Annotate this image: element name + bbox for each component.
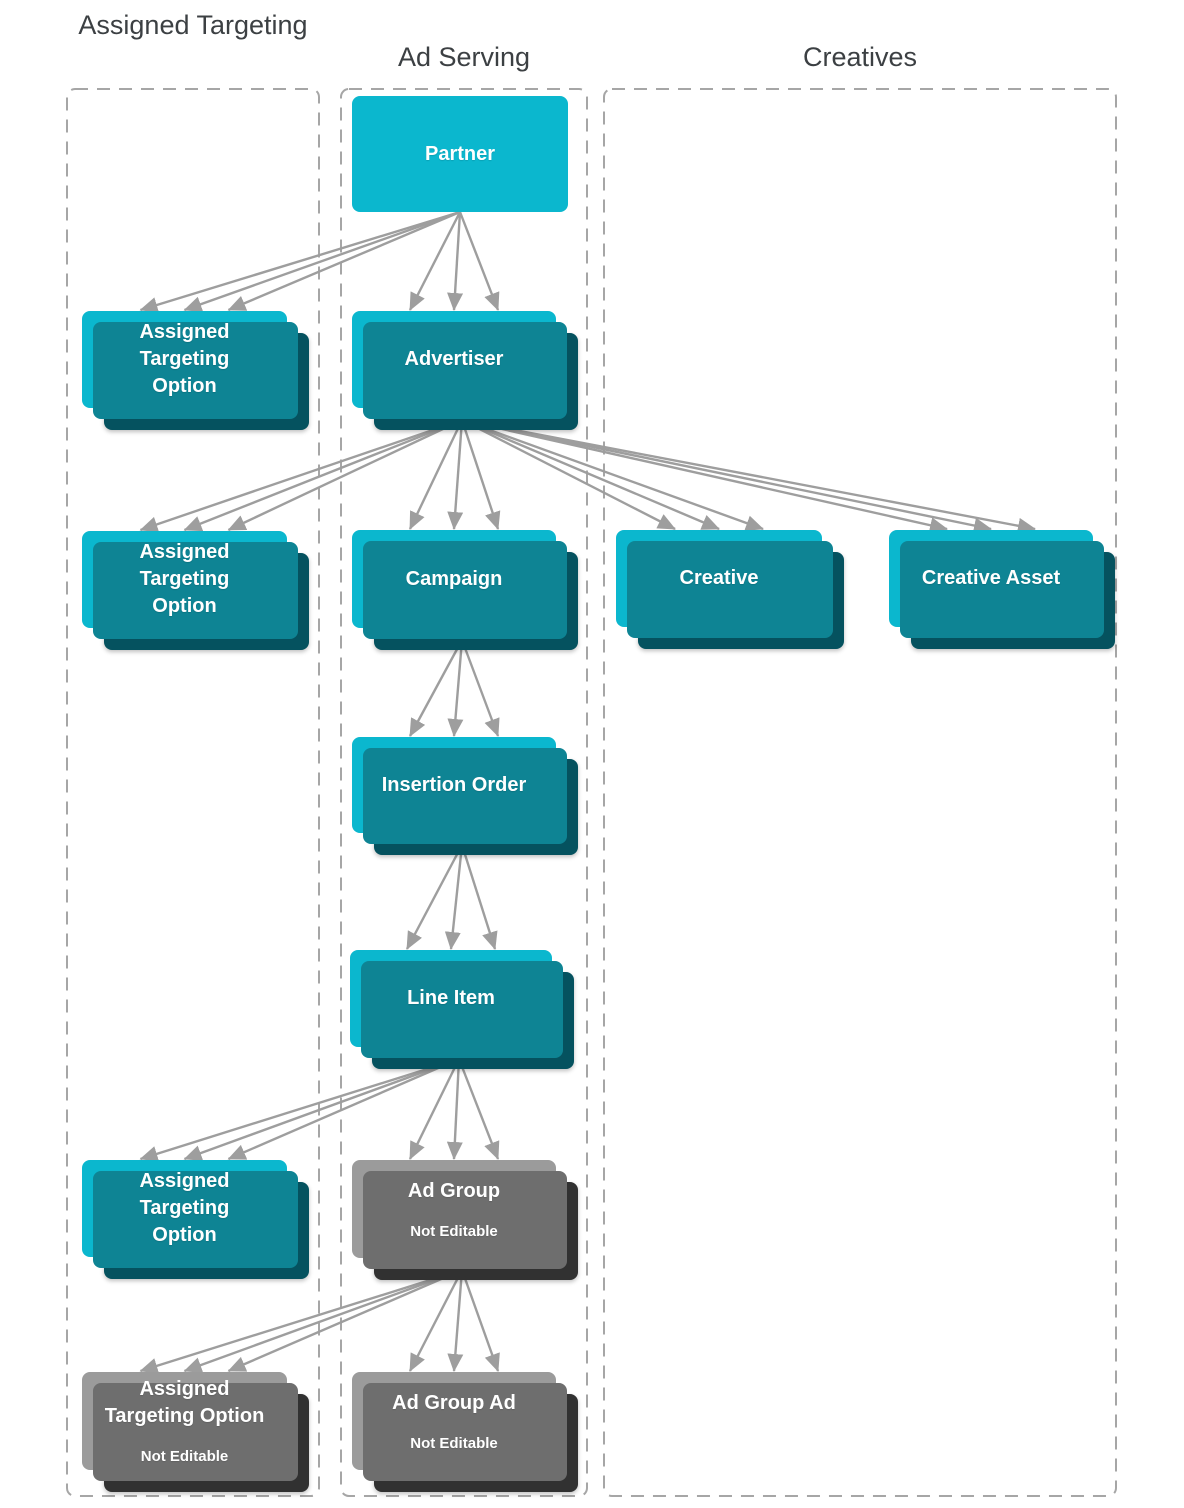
node-ad-group-ad: Ad Group Ad Not Editable xyxy=(352,1372,556,1470)
node-assigned-targeting-option-partner: Assigned Targeting Option xyxy=(82,311,287,408)
node-campaign: Campaign xyxy=(352,530,556,628)
node-assigned-targeting-option-line-item: Assigned Targeting Option xyxy=(82,1160,287,1257)
node-label: Assigned Targeting Option xyxy=(104,1378,265,1427)
node-assigned-targeting-option-ad-group: Assigned Targeting Option Not Editable xyxy=(82,1372,287,1470)
node-label: Insertion Order xyxy=(381,773,527,796)
node-ad-group: Ad Group Not Editable xyxy=(352,1160,556,1258)
column-title-creatives: Creatives xyxy=(802,42,918,72)
node-insertion-order: Insertion Order xyxy=(352,737,556,833)
node-label: Campaign xyxy=(405,567,503,590)
node-label: Creative Asset xyxy=(921,567,1061,589)
node-sublabel-not-editable: Not Editable xyxy=(410,1222,498,1240)
node-creative-asset: Creative Asset xyxy=(889,530,1093,627)
node-label: Advertiser xyxy=(404,348,504,370)
column-assigned-targeting xyxy=(66,88,320,1497)
node-label: Assigned Targeting Option xyxy=(139,541,230,617)
node-label: Assigned Targeting Option xyxy=(139,1170,230,1246)
column-creatives xyxy=(603,88,1117,1497)
node-label: Partner xyxy=(424,142,496,165)
node-label: Ad Group Ad xyxy=(392,1391,516,1414)
node-label: Creative xyxy=(679,567,759,589)
node-advertiser: Advertiser xyxy=(352,311,556,408)
node-label: Assigned Targeting Option xyxy=(139,321,230,397)
node-assigned-targeting-option-advertiser: Assigned Targeting Option xyxy=(82,531,287,628)
node-label: Line Item xyxy=(407,987,495,1009)
node-label: Ad Group xyxy=(407,1179,501,1202)
column-title-assigned-targeting: Assigned Targeting xyxy=(78,10,308,40)
node-sublabel-not-editable: Not Editable xyxy=(140,1448,229,1465)
node-sublabel-not-editable: Not Editable xyxy=(410,1434,498,1452)
column-title-ad-serving: Ad Serving xyxy=(397,42,531,72)
node-partner: Partner xyxy=(352,96,568,212)
node-line-item: Line Item xyxy=(350,950,552,1047)
node-creative: Creative xyxy=(616,530,822,627)
